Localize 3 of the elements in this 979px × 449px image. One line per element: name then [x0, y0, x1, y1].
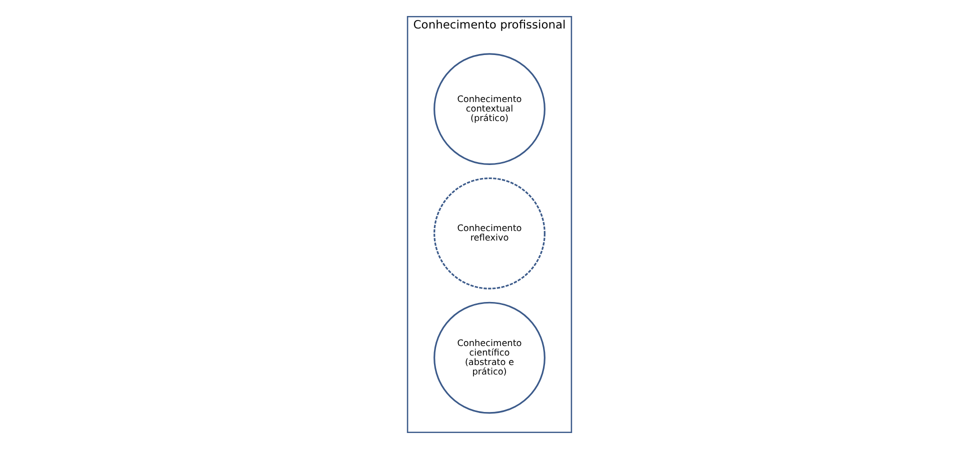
node-circle: Conhecimento reflexivo — [434, 177, 546, 290]
node-circle: Conhecimento científico (abstrato e prático) — [434, 302, 546, 414]
node-circle: Conhecimento contextual (prático) — [434, 53, 546, 166]
